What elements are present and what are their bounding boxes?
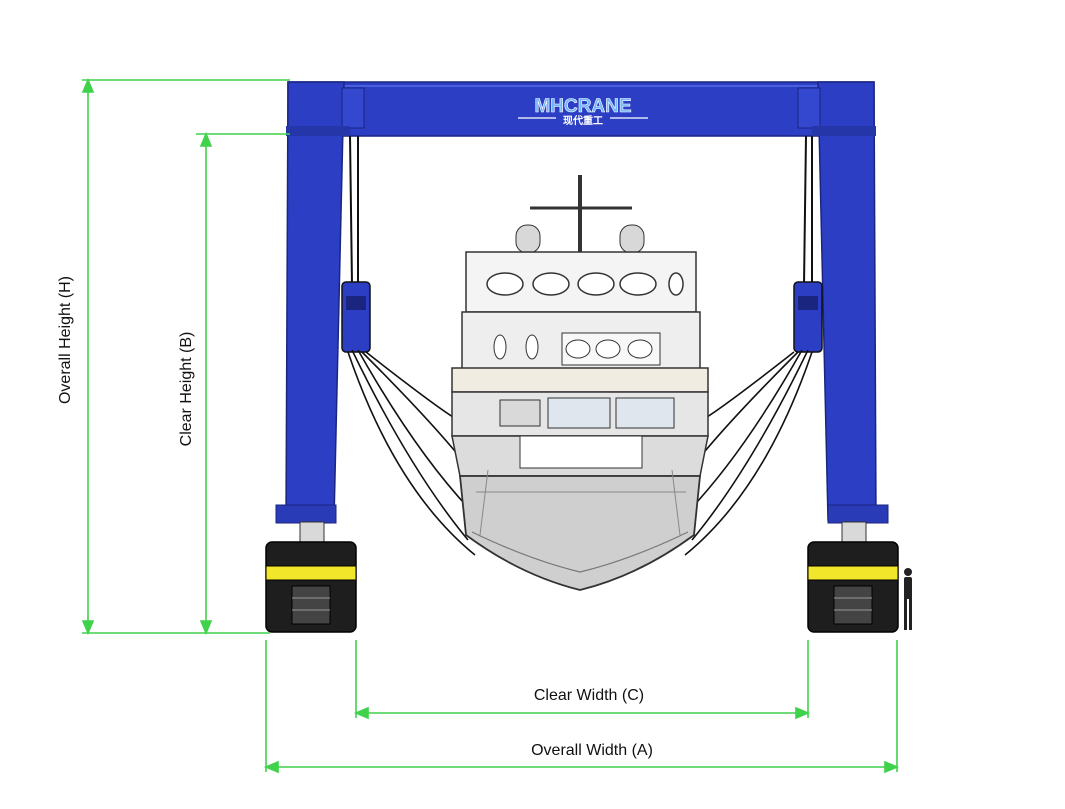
dimension-lines (81, 77, 900, 774)
overall-width-label: Overall Width (A) (531, 742, 653, 759)
gantry-frame (275, 81, 889, 524)
left-leg (285, 81, 345, 521)
clear-height-label: Clear Height (B) (178, 332, 195, 447)
left-hoist-block (341, 281, 371, 353)
logo-subtitle-text: 现代重工 (563, 114, 603, 127)
top-beam (287, 81, 875, 137)
hoist-right (793, 135, 823, 353)
operator-figure (904, 568, 912, 630)
logo-brand-text: MHCRANE (534, 96, 631, 117)
yacht (451, 175, 709, 591)
hull (459, 475, 701, 591)
clear-width-label: Clear Width (C) (534, 687, 644, 704)
brand-logo: MHCRANE 现代重工 (518, 96, 648, 127)
overall-height-label: Overall Height (H) (57, 276, 74, 404)
right-wheel-unit (807, 521, 899, 633)
hoist-left (341, 135, 371, 353)
right-leg (817, 81, 877, 521)
right-hoist-block (793, 281, 823, 353)
left-wheel-unit (265, 521, 357, 633)
